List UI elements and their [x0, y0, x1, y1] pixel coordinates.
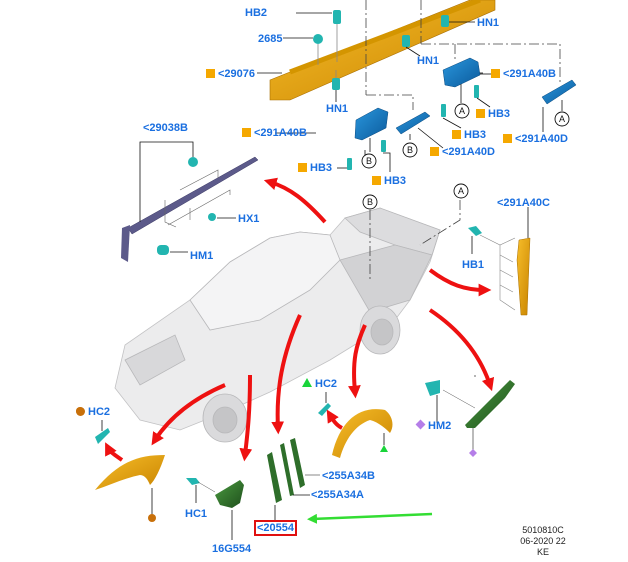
fastener-hn1-left — [332, 70, 340, 102]
orange-square-marker — [242, 128, 251, 137]
arrow-to-left-rocker — [263, 177, 327, 224]
label-hc1[interactable]: HC1 — [185, 508, 208, 520]
brown-dot-marker — [76, 407, 85, 416]
ref-b-2: B — [407, 145, 413, 155]
label-291a40c[interactable]: <291A40C — [497, 197, 550, 209]
orange-square-marker — [430, 147, 439, 156]
label-hn1-top[interactable]: HN1 — [477, 17, 500, 29]
reference-circles — [361, 103, 570, 210]
label-hb1[interactable]: HB1 — [462, 259, 485, 271]
label-29038b[interactable]: <29038B — [143, 122, 188, 134]
moldings-255a34 — [267, 438, 320, 520]
orange-square-marker — [452, 130, 461, 139]
hb3-leaders — [337, 97, 491, 172]
footer-date: 06-2020 22 — [520, 536, 566, 546]
label-hm1[interactable]: HM1 — [190, 250, 214, 262]
bracket-291a40b-left — [354, 107, 389, 152]
wheel-arch-rear — [318, 392, 393, 458]
rocker-molding-29076 — [269, 0, 496, 101]
label-hb3-c[interactable]: HB3 — [298, 162, 332, 174]
bracket-291a40b-right — [442, 57, 492, 103]
label-291a40d-right[interactable]: <291A40D — [503, 133, 568, 145]
phantom-lines — [365, 0, 561, 377]
orange-square-marker — [476, 109, 485, 118]
label-hb2[interactable]: HB2 — [245, 7, 268, 19]
ref-a-3: A — [458, 186, 464, 196]
orange-square-marker — [491, 69, 500, 78]
molding-291a40c — [468, 207, 531, 316]
label-hc2-mid[interactable]: HC2 — [302, 378, 337, 390]
fastener-hb3-group — [347, 85, 479, 170]
bracket-291a40d-right — [541, 79, 577, 132]
purple-diamond-marker — [415, 419, 426, 430]
footer-author: KE — [536, 547, 549, 557]
diagram-footer: 5010810C 06-2020 22 KE — [513, 525, 573, 558]
arrow-to-shield — [239, 374, 253, 462]
label-16g554[interactable]: 16G554 — [212, 543, 252, 555]
fastener-hb2 — [333, 10, 341, 62]
label-hc2-left[interactable]: HC2 — [76, 406, 110, 418]
red-arrows — [105, 177, 495, 462]
label-hm2[interactable]: HM2 — [415, 419, 451, 432]
label-hx1[interactable]: HX1 — [238, 213, 260, 225]
label-291a40b-left[interactable]: <291A40B — [242, 127, 307, 139]
ref-a-2: A — [559, 114, 565, 124]
label-29076[interactable]: <29076 — [206, 68, 255, 80]
label-291a40b-right[interactable]: <291A40B — [491, 68, 556, 80]
arrow-to-rear-arch — [348, 324, 367, 399]
orange-square-marker — [206, 69, 215, 78]
label-291a40d-mid[interactable]: <291A40D — [430, 146, 495, 158]
ref-a-1: A — [459, 106, 465, 116]
arrow-to-front-arch — [151, 383, 226, 446]
label-255a34a[interactable]: <255A34A — [311, 489, 364, 501]
footer-code: 5010810C — [522, 525, 564, 535]
arrow-to-strips — [271, 314, 302, 435]
orange-square-marker — [298, 163, 307, 172]
label-hb3-b[interactable]: HB3 — [452, 129, 486, 141]
reference-circle-labels: A A B B B A — [366, 106, 565, 207]
label-255a34b[interactable]: <255A34B — [322, 470, 375, 482]
arrow-to-rear-shield — [428, 308, 495, 392]
label-hb3-a[interactable]: HB3 — [476, 108, 510, 120]
label-hb3-d[interactable]: HB3 — [372, 175, 406, 187]
ref-b-3: B — [367, 197, 373, 207]
truck-body — [114, 207, 441, 443]
green-arrow — [307, 512, 433, 524]
orange-square-marker — [372, 176, 381, 185]
fastener-hn1-mid — [402, 35, 421, 57]
arrow-to-291a40c — [428, 268, 492, 297]
bracket-291a40d-mid — [395, 111, 444, 149]
label-2685[interactable]: 2685 — [258, 33, 283, 45]
green-triangle-marker — [302, 378, 312, 387]
splash-shield-rear — [425, 380, 515, 457]
label-hn1-left[interactable]: HN1 — [326, 103, 349, 115]
label-20554-highlighted[interactable]: <20554 — [254, 520, 298, 536]
wheel-arch-front — [76, 407, 165, 522]
fastener-hn1-top — [441, 15, 475, 27]
splash-shield-16g554 — [186, 478, 244, 540]
fastener-2685 — [313, 34, 323, 65]
arrow-arch-to-hc2-left — [105, 442, 124, 462]
orange-square-marker — [503, 134, 512, 143]
ref-b-1: B — [366, 156, 372, 166]
arrow-arch-to-hc2-mid — [326, 409, 343, 430]
rocker-molding-29038b — [121, 141, 259, 262]
label-hn1-mid[interactable]: HN1 — [417, 55, 440, 67]
